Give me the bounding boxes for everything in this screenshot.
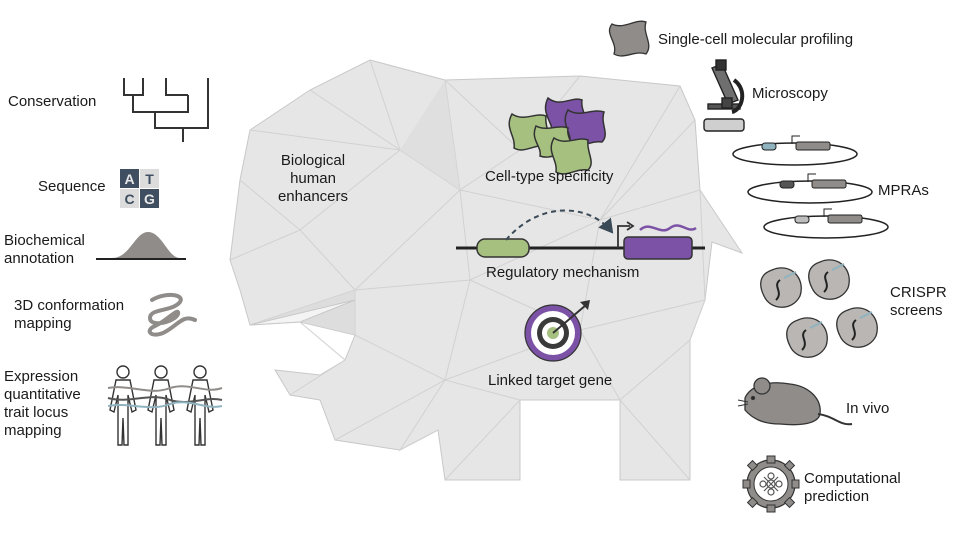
label-conservation: Conservation xyxy=(8,93,97,110)
chromatin-loop-icon xyxy=(147,293,197,337)
label-bio-line3: enhancers xyxy=(277,188,349,205)
label-biochemical: Biochemical annotation xyxy=(4,232,85,268)
label-eqtl-line2: quantitative xyxy=(4,386,81,403)
regulation-arrow xyxy=(505,209,614,241)
cas9-3 xyxy=(786,317,828,358)
label-in-vivo: In vivo xyxy=(846,400,890,417)
peak-signal-icon xyxy=(96,232,186,260)
enhancer-element xyxy=(476,238,530,258)
label-bio-line2: human xyxy=(290,170,336,187)
label-eqtl-line4: mapping xyxy=(4,422,62,439)
label-eqtl-line3: trait locus xyxy=(4,404,69,421)
tss-arrow-icon xyxy=(617,225,630,248)
plasmid-3 xyxy=(763,208,889,239)
label-sequence: Sequence xyxy=(38,178,106,195)
transcript-wave xyxy=(639,224,697,232)
label-comp-line2: prediction xyxy=(804,488,870,505)
label-regulatory-mechanism: Regulatory mechanism xyxy=(486,264,640,281)
elephant-illustration xyxy=(229,59,744,481)
cas9-4 xyxy=(836,307,878,348)
elephant-body xyxy=(229,59,744,481)
single-cell-icon xyxy=(608,20,650,57)
label-linked-target-gene: Linked target gene xyxy=(488,372,613,389)
plasmid-2 xyxy=(747,173,873,204)
label-eqtl-line1: Expression xyxy=(4,368,79,385)
mpra-plasmids-icon xyxy=(732,135,889,239)
label-crispr-line2: screens xyxy=(890,302,943,319)
label-biochemical-line2: annotation xyxy=(4,250,75,267)
regulatory-mechanism-diagram xyxy=(456,209,705,260)
label-computational: Computational prediction xyxy=(804,470,901,506)
microscope-icon xyxy=(703,59,745,132)
mouse-icon xyxy=(737,377,853,426)
sequence-letters-icon: A T C G xyxy=(120,169,159,208)
label-3d-line2: mapping xyxy=(14,315,72,332)
cas9-1 xyxy=(760,267,802,308)
elephant-facets xyxy=(229,59,706,481)
crispr-cas9-icon xyxy=(760,259,878,358)
gene-body xyxy=(623,236,693,260)
body-figure-1 xyxy=(109,365,137,446)
body-figure-3 xyxy=(186,365,214,446)
human-body-figures-icon xyxy=(107,365,223,446)
label-crispr-line1: CRISPR xyxy=(890,284,947,301)
label-3d-conformation: 3D conformation mapping xyxy=(14,297,124,333)
label-cell-type-specificity: Cell-type specificity xyxy=(485,168,614,185)
label-crispr: CRISPR screens xyxy=(890,284,947,320)
label-biological-enhancers: Biological human enhancers xyxy=(268,152,358,206)
label-single-cell: Single-cell molecular profiling xyxy=(658,31,854,48)
label-bio-line1: Biological xyxy=(280,152,346,169)
target-bullseye-icon xyxy=(524,300,590,362)
cas9-2 xyxy=(808,259,850,300)
label-mpras: MPRAs xyxy=(878,182,929,199)
label-3d-line1: 3D conformation xyxy=(14,297,125,314)
seq-letter-g: G xyxy=(144,191,155,207)
plasmid-1 xyxy=(732,135,858,166)
seq-letter-t: T xyxy=(145,171,154,187)
label-eqtl: Expression quantitative trait locus mapp… xyxy=(4,368,81,440)
phylogenetic-tree-icon xyxy=(123,78,209,142)
label-biochemical-line1: Biochemical xyxy=(4,232,85,249)
label-microscopy: Microscopy xyxy=(752,85,828,102)
label-comp-line1: Computational xyxy=(804,470,901,487)
gear-icon xyxy=(742,455,800,513)
seq-letter-a: A xyxy=(124,171,134,187)
cell-clusters-icon xyxy=(508,96,606,175)
seq-letter-c: C xyxy=(124,191,134,207)
